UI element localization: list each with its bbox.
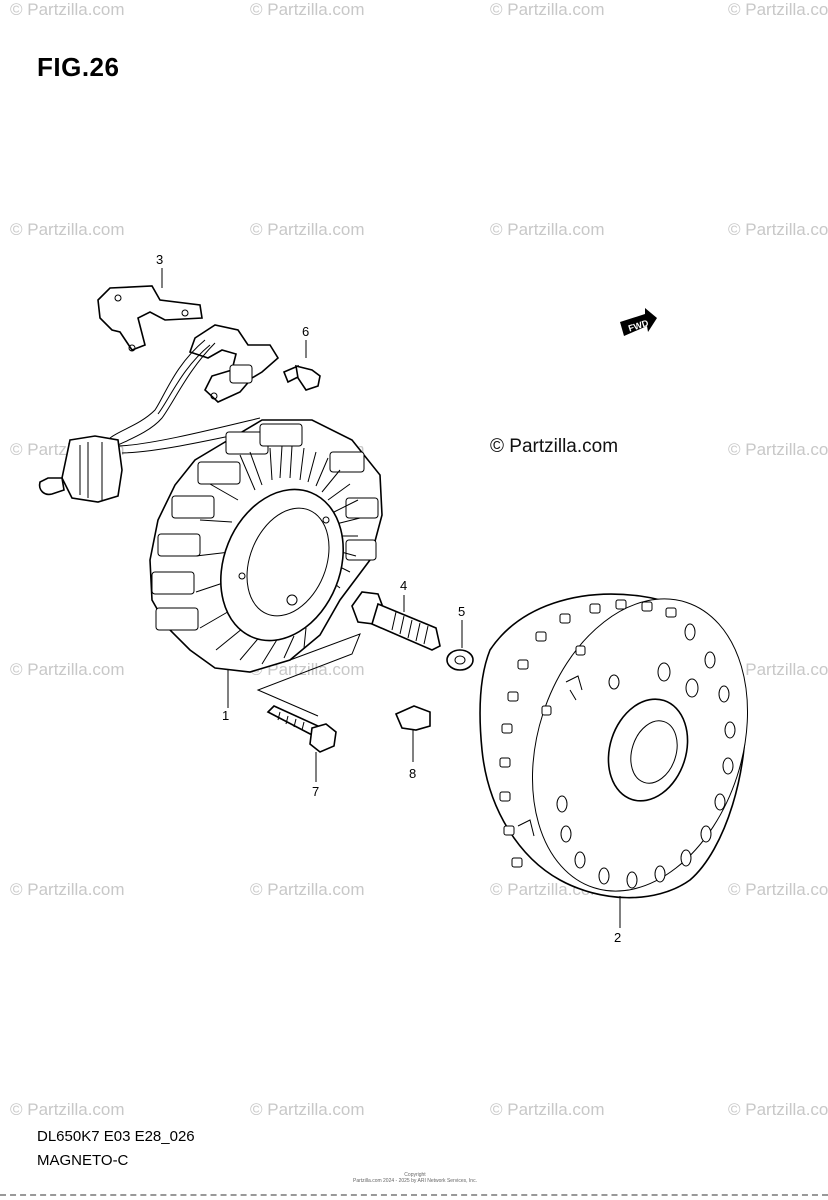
callout-4: 4: [400, 578, 407, 593]
diagram-code: DL650K7 E03 E28_026: [37, 1128, 195, 1145]
watermark: © Partzilla.com: [250, 0, 365, 19]
watermark: © Partzilla.com: [728, 440, 828, 459]
watermark: © Partzilla.com: [10, 0, 125, 19]
partzilla-watermark-main: © Partzilla.com: [490, 436, 619, 457]
fwd-arrow-icon: FWD: [620, 308, 657, 336]
copyright-notice: Copyright Partzilla.com 2024 - 2025 by A…: [300, 1172, 530, 1184]
clamp-bracket-part[interactable]: [97, 285, 203, 352]
figure-title: FIG.26: [37, 52, 120, 82]
rotor-flywheel-part[interactable]: [479, 571, 783, 928]
callout-1: 1: [222, 708, 229, 723]
callout-2: 2: [614, 930, 621, 945]
copyright-line1: Copyright: [404, 1172, 426, 1178]
callout-5: 5: [458, 604, 465, 619]
stator-bolt-part[interactable]: [266, 705, 337, 782]
watermark: © Partzilla.com: [728, 660, 828, 679]
watermark: © Partzilla.com: [728, 880, 828, 899]
callout-3: 3: [156, 252, 163, 267]
callout-7: 7: [312, 784, 319, 799]
callout-6: 6: [302, 324, 309, 339]
watermark: © Partzilla.com: [10, 220, 125, 239]
watermark: © Partzilla.com: [10, 1100, 125, 1119]
watermark: © Partzilla.com: [490, 220, 605, 239]
stator-coil-part[interactable]: [149, 419, 383, 673]
watermark: © Partzilla.com: [728, 220, 828, 239]
watermark: © Partzilla.com: [10, 660, 125, 679]
bottom-divider: [0, 1194, 828, 1196]
watermark: © Partzilla.com: [10, 880, 125, 899]
woodruff-key-part[interactable]: [394, 705, 431, 762]
washer-part[interactable]: [446, 620, 474, 671]
watermark: © Partzilla.com: [490, 0, 605, 19]
section-name: MAGNETO-C: [37, 1152, 129, 1169]
watermark: © Partzilla.com: [490, 1100, 605, 1119]
watermark: © Partzilla.com: [250, 880, 365, 899]
rotor-bolt-part[interactable]: [351, 591, 441, 651]
callout-8: 8: [409, 766, 416, 781]
watermark: © Partzilla.com: [250, 660, 365, 679]
watermark: © Partzilla.com: [250, 1100, 365, 1119]
copyright-line2: Partzilla.com 2024 - 2025 by ARI Network…: [353, 1178, 477, 1184]
watermark: © Partzilla.com: [250, 220, 365, 239]
clamp-bolt-part[interactable]: [282, 340, 321, 391]
watermark: © Partzilla.com: [728, 1100, 828, 1119]
watermark: © Partzilla.com: [728, 0, 828, 19]
